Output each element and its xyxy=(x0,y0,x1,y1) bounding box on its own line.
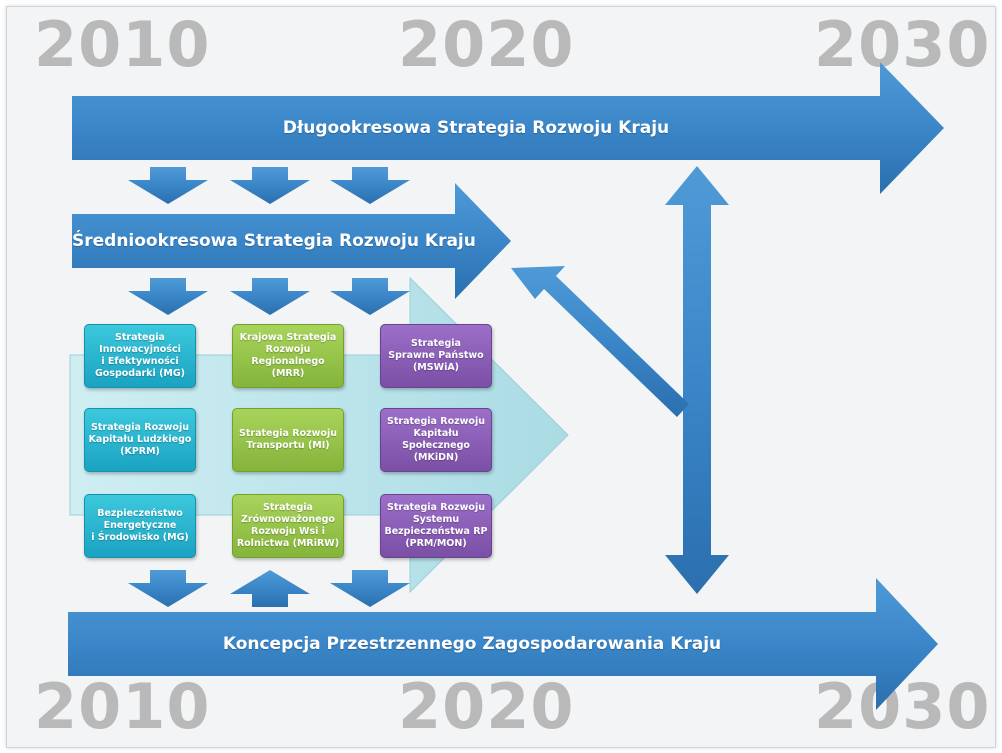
strategy-box: Krajowa Strategia Rozwoju Regionalnego (… xyxy=(232,324,344,388)
down-arrow-4 xyxy=(128,278,208,315)
up-arrow-8 xyxy=(230,570,310,607)
strategy-box: Strategia Rozwoju Kapitału Ludzkiego (KP… xyxy=(84,408,196,472)
diagonal-arrow xyxy=(511,266,689,417)
down-arrow-7 xyxy=(128,570,208,607)
year-bottom-right: 2030 xyxy=(814,670,991,743)
strategy-box: Strategia Sprawne Państwo (MSWiA) xyxy=(380,324,492,388)
year-bottom-left: 2010 xyxy=(34,670,211,743)
long-term-strategy-label: Długookresowa Strategia Rozwoju Kraju xyxy=(282,118,670,138)
year-top-right: 2030 xyxy=(814,8,991,81)
down-arrow-2 xyxy=(230,167,310,204)
vertical-double-arrow xyxy=(665,166,729,594)
down-arrow-5 xyxy=(230,278,310,315)
medium-term-arrow xyxy=(72,183,511,299)
long-term-arrow xyxy=(72,62,944,194)
strategy-box: Bezpieczeństwo Energetyczne i Środowisko… xyxy=(84,494,196,558)
strategy-box: Strategia Rozwoju Kapitału Społecznego (… xyxy=(380,408,492,472)
strategy-box: Strategia Innowacyjności i Efektywności … xyxy=(84,324,196,388)
spatial-arrow xyxy=(68,578,938,710)
down-arrow-9 xyxy=(330,570,410,607)
year-bottom-center: 2020 xyxy=(398,670,575,743)
down-arrow-1 xyxy=(128,167,208,204)
down-arrow-6 xyxy=(330,278,410,315)
down-arrow-3 xyxy=(330,167,410,204)
year-top-left: 2010 xyxy=(34,8,211,81)
year-top-center: 2020 xyxy=(398,8,575,81)
spatial-concept-label: Koncepcja Przestrzennego Zagospodarowani… xyxy=(222,634,722,654)
strategy-box: Strategia Rozwoju Systemu Bezpieczeństwa… xyxy=(380,494,492,558)
strategy-box: Strategia Rozwoju Transportu (MI) xyxy=(232,408,344,472)
medium-term-strategy-label: Średniookresowa Strategia Rozwoju Kraju xyxy=(72,231,476,251)
strategy-box: Strategia Zrównoważonego Rozwoju Wsi i R… xyxy=(232,494,344,558)
